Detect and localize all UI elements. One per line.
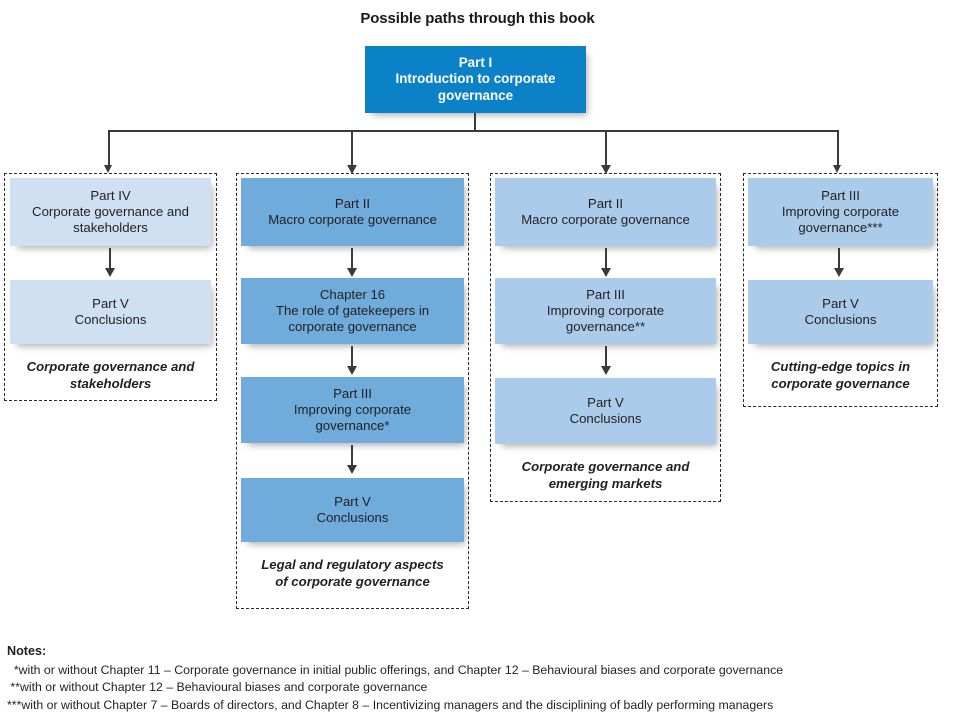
group-caption-col3-line2: emerging markets <box>548 475 663 491</box>
node-col1-0-line3: stakeholders <box>73 220 148 236</box>
connector-col3-1-2 <box>605 346 608 368</box>
node-part-i[interactable]: Part I Introduction to corporate governa… <box>365 46 586 113</box>
group-container-col4 <box>743 173 938 407</box>
note-line-2: **with or without Chapter 12 – Behaviour… <box>7 680 428 695</box>
node-col4-0[interactable]: Part III Improving corporate governance*… <box>748 178 933 246</box>
node-col4-0-line2: Improving corporate <box>781 203 900 219</box>
group-caption-col2: Legal and regulatory aspects of corporat… <box>241 557 464 590</box>
group-container-col3 <box>490 173 721 502</box>
node-col2-2-line3: governance* <box>315 418 390 434</box>
arrowhead-col1 <box>104 165 112 173</box>
group-caption-col3: Corporate governance and emerging market… <box>495 459 716 492</box>
node-col1-0[interactable]: Part IV Corporate governance and stakeho… <box>10 178 211 246</box>
node-col3-2-line2: Conclusions <box>569 411 642 426</box>
node-col1-0-line2: Corporate governance and <box>32 203 189 219</box>
arrowhead-col1-0-1 <box>104 268 115 277</box>
connector-col4-0-1 <box>838 248 841 270</box>
connector-col2-1-2 <box>351 346 354 368</box>
connector-drop-col1 <box>108 130 110 166</box>
node-col4-1[interactable]: Part V Conclusions <box>748 280 933 344</box>
arrowhead-col4-0-1 <box>833 268 844 277</box>
group-caption-col4-line1: Cutting-edge topics in <box>770 359 911 374</box>
node-col3-1-line3: governance** <box>565 319 646 335</box>
node-col2-1[interactable]: Chapter 16 The role of gatekeepers in co… <box>241 278 464 344</box>
arrowhead-col3-0-1 <box>600 268 611 277</box>
note-line-1: *with or without Chapter 11 – Corporate … <box>7 662 784 677</box>
group-caption-col1: Corporate governance and stakeholders <box>10 359 211 392</box>
node-col2-1-line2: The role of gatekeepers in <box>275 302 430 318</box>
group-caption-col3-line1: Corporate governance and <box>521 459 690 474</box>
group-caption-col4: Cutting-edge topics in corporate governa… <box>748 359 933 392</box>
node-col2-0-line2: Macro corporate governance <box>268 212 437 227</box>
connector-root-stem <box>474 113 477 131</box>
node-col1-1-line1: Part V <box>92 295 129 311</box>
node-col2-2[interactable]: Part III Improving corporate governance* <box>241 377 464 443</box>
connector-col3-0-1 <box>605 248 608 270</box>
node-col2-0[interactable]: Part II Macro corporate governance <box>241 178 464 246</box>
connector-drop-col4 <box>837 130 839 166</box>
note-line-3: ***with or without Chapter 7 – Boards of… <box>7 697 774 712</box>
node-col1-1[interactable]: Part V Conclusions <box>10 280 211 344</box>
arrowhead-col3-1-2 <box>600 366 611 375</box>
node-col4-0-line1: Part III <box>821 187 860 203</box>
node-col1-1-line2: Conclusions <box>74 312 147 327</box>
group-caption-col2-line2: of corporate governance <box>275 573 430 589</box>
node-col2-2-line2: Improving corporate <box>293 401 412 417</box>
group-container-col1 <box>4 173 217 401</box>
page-title: Possible paths through this book <box>360 10 595 27</box>
connector-col1-0-1 <box>109 248 112 270</box>
group-container-col2 <box>236 173 469 609</box>
node-col4-1-line1: Part V <box>822 295 859 311</box>
group-caption-col4-line2: corporate governance <box>771 375 910 391</box>
node-col2-0-line1: Part II <box>334 195 371 211</box>
arrowhead-col4 <box>833 165 841 173</box>
arrowhead-col2 <box>346 165 357 174</box>
arrowhead-col2-2-3 <box>346 465 357 474</box>
node-col3-0-line1: Part II <box>587 195 624 211</box>
node-col3-0-line2: Macro corporate governance <box>521 212 690 227</box>
arrowhead-col2-0-1 <box>346 268 357 277</box>
node-col2-3[interactable]: Part V Conclusions <box>241 478 464 542</box>
notes-heading: Notes: <box>7 644 47 658</box>
node-col4-0-line3: governance*** <box>798 220 883 236</box>
node-part-i-line3: governance <box>437 87 514 103</box>
node-part-i-line2: Introduction to corporate <box>395 71 556 87</box>
node-col3-1[interactable]: Part III Improving corporate governance*… <box>495 278 716 344</box>
node-col2-3-line2: Conclusions <box>316 510 389 525</box>
node-col4-1-line2: Conclusions <box>804 312 877 327</box>
group-caption-col2-line1: Legal and regulatory aspects <box>261 557 444 572</box>
arrowhead-col2-1-2 <box>346 366 357 375</box>
connector-root-bus <box>108 130 838 132</box>
node-col3-2[interactable]: Part V Conclusions <box>495 378 716 444</box>
node-col3-1-line1: Part III <box>586 286 625 302</box>
connector-drop-col2 <box>351 130 354 166</box>
notes-section: Notes: *with or without Chapter 11 – Cor… <box>7 643 955 714</box>
node-col2-3-line1: Part V <box>334 493 371 509</box>
group-caption-col1-line2: stakeholders <box>69 375 152 391</box>
connector-drop-col3 <box>605 130 608 166</box>
node-part-i-line1: Part I <box>458 54 493 70</box>
group-caption-col1-line1: Corporate governance and <box>26 359 195 374</box>
node-col2-1-line3: corporate governance <box>288 319 417 335</box>
connector-col2-2-3 <box>351 445 354 467</box>
node-col3-0[interactable]: Part II Macro corporate governance <box>495 178 716 246</box>
arrowhead-col3 <box>600 165 611 174</box>
node-col3-2-line1: Part V <box>587 394 624 410</box>
node-col2-1-line1: Chapter 16 <box>319 286 386 302</box>
node-col2-2-line1: Part III <box>333 385 372 401</box>
connector-col2-0-1 <box>351 248 354 270</box>
node-col1-0-line1: Part IV <box>90 187 131 203</box>
node-col3-1-line2: Improving corporate <box>546 302 665 318</box>
